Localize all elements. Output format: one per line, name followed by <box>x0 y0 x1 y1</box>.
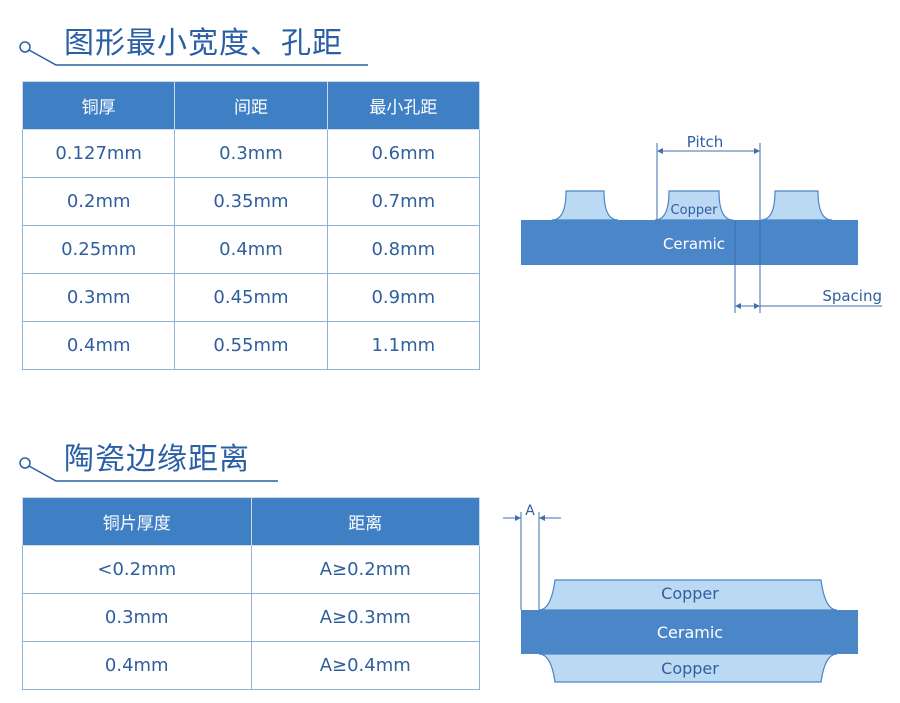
table-cell: 0.3mm <box>21 273 176 322</box>
table-cell: 0.6mm <box>326 129 481 178</box>
copper-bottom-label: Copper <box>661 659 719 678</box>
header-spacing: 间距 <box>174 81 328 130</box>
title-decoration-line <box>19 41 368 66</box>
pitch-label: Pitch <box>687 133 724 151</box>
ceramic-edge-table: 铜片厚度 距离 <0.2mm A≥0.2mm 0.3mm A≥0.3mm 0.4… <box>22 497 480 690</box>
table-cell: 0.4mm <box>174 225 328 274</box>
ceramic-label: Ceramic <box>663 235 725 253</box>
table-cell: A≥0.4mm <box>250 641 480 690</box>
header-copper-thickness: 铜厚 <box>21 81 176 130</box>
table-cell: A≥0.2mm <box>250 545 480 594</box>
copper-bottom-layer <box>538 653 838 683</box>
table-row: 0.4mm 0.55mm 1.1mm <box>21 321 481 370</box>
table-row: 0.4mm A≥0.4mm <box>22 641 480 690</box>
ceramic-label: Ceramic <box>657 623 723 642</box>
min-width-spacing-table: 铜厚 间距 最小孔距 0.127mm 0.3mm 0.6mm 0.2mm 0.3… <box>21 81 481 370</box>
header-copper-sheet-thickness: 铜片厚度 <box>22 497 252 546</box>
section-title-ceramic-edge: 陶瓷边缘距离 <box>64 442 250 477</box>
table-cell: 0.9mm <box>326 273 481 322</box>
table-row: 0.127mm 0.3mm 0.6mm <box>21 129 481 178</box>
section-title-min-width: 图形最小宽度、孔距 <box>64 26 343 61</box>
copper-label: Copper <box>671 203 719 218</box>
table-cell: 0.25mm <box>21 225 176 274</box>
table-cell: A≥0.3mm <box>250 593 480 642</box>
table-cell: 0.8mm <box>326 225 481 274</box>
table-cell: 1.1mm <box>326 321 481 370</box>
table-cell: 0.2mm <box>21 177 176 226</box>
table-cell: 0.55mm <box>174 321 328 370</box>
title-decoration-line <box>19 457 278 482</box>
copper-pad-middle <box>654 190 734 221</box>
pitch-spacing-diagram: Pitch Copper Ceramic Spacing <box>521 133 882 313</box>
table-row: 0.3mm A≥0.3mm <box>22 593 480 642</box>
table-header-row: 铜厚 间距 最小孔距 <box>21 81 481 130</box>
spacing-label: Spacing <box>822 287 882 305</box>
copper-pad-left <box>551 190 619 221</box>
header-min-hole-pitch: 最小孔距 <box>326 81 481 130</box>
table-cell: 0.4mm <box>22 641 252 690</box>
table-cell: 0.4mm <box>21 321 176 370</box>
table-row: 0.25mm 0.4mm 0.8mm <box>21 225 481 274</box>
table-row: 0.3mm 0.45mm 0.9mm <box>21 273 481 322</box>
copper-pad-right <box>760 190 833 221</box>
table-header-row: 铜片厚度 距离 <box>22 497 480 546</box>
table-cell: 0.7mm <box>326 177 481 226</box>
ceramic-substrate <box>521 610 858 654</box>
table-cell: 0.3mm <box>22 593 252 642</box>
table-cell: 0.3mm <box>174 129 328 178</box>
copper-top-layer <box>538 579 838 611</box>
table-row: <0.2mm A≥0.2mm <box>22 545 480 594</box>
table-cell: 0.45mm <box>174 273 328 322</box>
a-label: A <box>525 503 535 519</box>
table-row: 0.2mm 0.35mm 0.7mm <box>21 177 481 226</box>
table-cell: 0.127mm <box>21 129 176 178</box>
table-cell: <0.2mm <box>22 545 252 594</box>
copper-top-label: Copper <box>661 584 719 603</box>
edge-distance-diagram: A Copper Ceramic Copper <box>503 503 858 683</box>
header-distance: 距离 <box>250 497 480 546</box>
ceramic-substrate <box>521 220 858 265</box>
table-cell: 0.35mm <box>174 177 328 226</box>
